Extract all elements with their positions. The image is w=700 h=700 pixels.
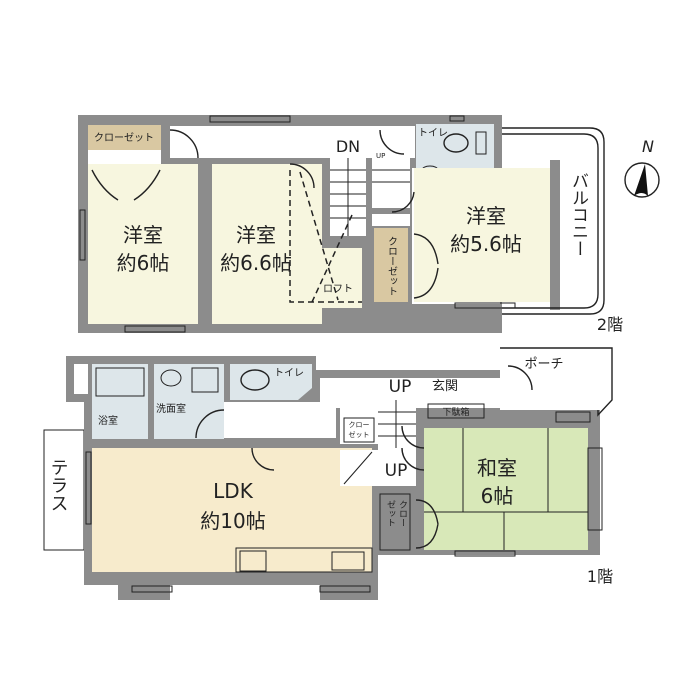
room-3-name: 洋室 <box>466 204 506 228</box>
room-2-size: 約6.6帖 <box>220 251 292 275</box>
sink-icon <box>331 551 365 571</box>
western-room-3 <box>414 168 550 302</box>
ldk-size: 約10帖 <box>200 509 265 533</box>
floor-2-label: 2階 <box>597 315 623 334</box>
washroom-label: 洗面室 <box>156 402 186 415</box>
compass-icon: N <box>624 137 660 198</box>
washroom <box>154 364 224 439</box>
closet-small-label-2: ゼット <box>349 430 370 439</box>
shoe-box-label: 下駄箱 <box>442 406 469 418</box>
floor-1-label: 1階 <box>587 567 613 586</box>
toilet-2f-label: トイレ <box>418 128 448 139</box>
ldk-name: LDK <box>213 479 254 503</box>
room-1-name: 洋室 <box>123 223 163 247</box>
balcony-label: バルコニー <box>568 172 588 257</box>
toilet-1f <box>230 364 312 400</box>
washitsu-name: 和室 <box>477 456 517 480</box>
closet-side-label-2: ゼット <box>385 500 396 527</box>
toilet-2f <box>416 124 494 176</box>
closet-top <box>88 125 161 150</box>
closet-side-label-1: クロー <box>397 500 407 527</box>
closet-vertical <box>374 228 408 302</box>
washitsu <box>424 428 588 550</box>
room-2-name: 洋室 <box>236 223 276 247</box>
toilet-1f-label: トイレ <box>274 368 304 379</box>
room-1-size: 約6帖 <box>117 251 170 275</box>
closet-top-label: クローゼット <box>94 132 154 144</box>
first-floor: LDK 約10帖 和室 6帖 浴室 洗面室 トイレ テラス 玄関 ポーチ 下駄箱… <box>43 347 613 600</box>
ldk <box>92 448 372 572</box>
washitsu-size: 6帖 <box>481 484 514 508</box>
room-3-size: 約5.6帖 <box>450 232 522 256</box>
closet-small-label-1: クロー <box>349 421 370 429</box>
stove-icon <box>239 550 267 572</box>
stairs-up-lower-label: UP <box>385 461 408 481</box>
closet-vertical-label: クローゼット <box>386 236 398 296</box>
second-floor: 洋室 約6帖 洋室 約6.6帖 洋室 約5.6帖 クローゼット トイレ DN U… <box>78 115 623 334</box>
stairs-up-label: UP <box>376 152 385 160</box>
loft-label: ロフト <box>323 284 353 295</box>
stairs-up-main-label: UP <box>389 377 412 397</box>
stairs-down-label: DN <box>336 137 360 156</box>
terrace-label: テラス <box>48 458 69 512</box>
bath-label: 浴室 <box>98 414 118 427</box>
bathroom <box>92 364 148 439</box>
entrance-label: 玄関 <box>432 379 458 394</box>
porch-label: ポーチ <box>524 357 563 372</box>
compass-label: N <box>642 137 654 156</box>
